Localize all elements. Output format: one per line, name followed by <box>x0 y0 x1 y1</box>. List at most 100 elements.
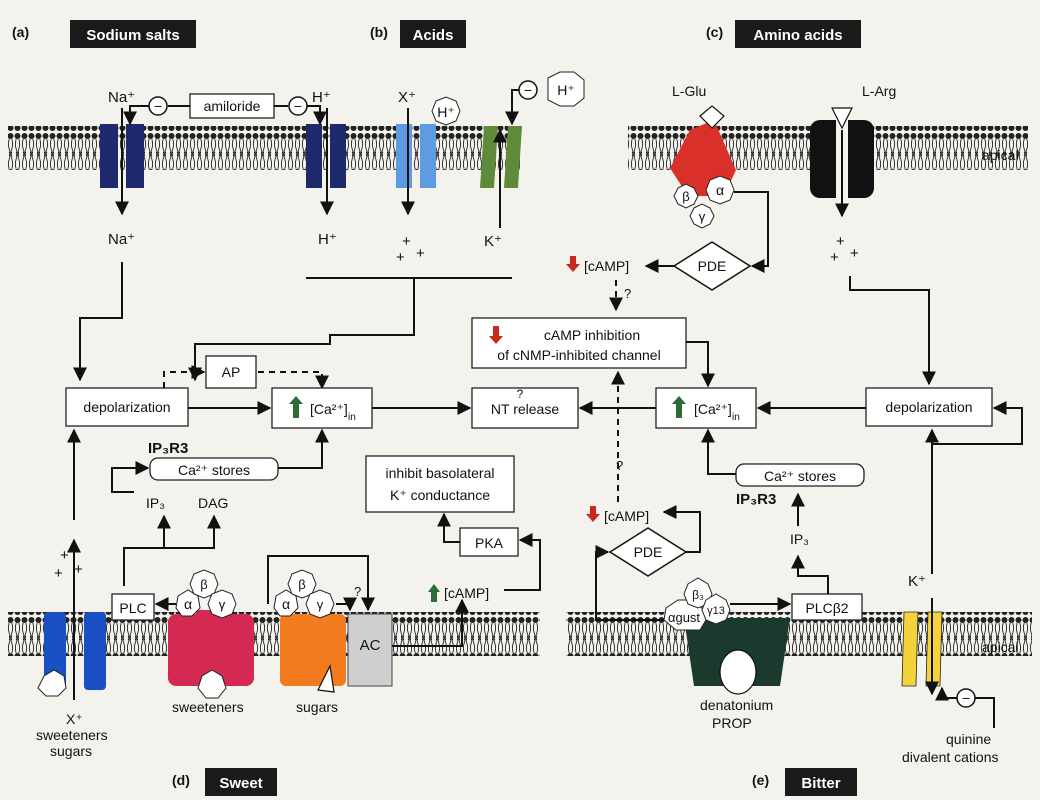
svg-text:αgust: αgust <box>668 610 700 625</box>
prop-label: PROP <box>712 715 752 731</box>
na-to-depolarization-arrow <box>73 262 123 382</box>
alpha-to-pde-arrow <box>734 191 769 273</box>
svg-text:AP: AP <box>222 364 241 380</box>
sweet-cation-channel <box>37 612 106 697</box>
umami-g-protein: α β γ <box>673 175 735 229</box>
sugar-receptor <box>280 614 346 693</box>
panel-d-title: (d) Sweet <box>172 768 277 796</box>
h-top-label: H⁺ <box>312 89 331 106</box>
k-to-depol-arrow <box>931 401 1023 574</box>
depolarization-right-box: depolarization <box>865 387 993 427</box>
svg-text:Ca²⁺ stores: Ca²⁺ stores <box>764 468 836 484</box>
gustducin-g-protein: αgust β₃ γ13 <box>663 577 731 631</box>
divalent-label: divalent cations <box>902 749 999 765</box>
camp-to-pka-arrow <box>504 533 541 591</box>
svg-text:−: − <box>962 690 970 706</box>
plus-7: + <box>60 547 69 564</box>
sweetener-g-protein: α β γ <box>175 569 237 619</box>
depolarization-left-box: depolarization <box>65 387 189 427</box>
nt-release-box: NT release ? <box>471 387 579 429</box>
plus-9: + <box>74 561 83 578</box>
sweetener-receptor <box>168 610 254 699</box>
ap-to-ca-arrow <box>258 371 329 390</box>
plus-1: + <box>402 233 411 250</box>
svg-text:γ13: γ13 <box>707 605 725 617</box>
svg-text:[cAMP]: [cAMP] <box>444 585 489 601</box>
svg-text:(e): (e) <box>752 772 769 788</box>
x-top-label: X⁺ <box>398 89 416 106</box>
svg-text:γ: γ <box>219 597 226 612</box>
svg-text:PLC: PLC <box>119 600 146 616</box>
alpha-to-ac-arrow <box>336 597 357 612</box>
proton-channel <box>306 124 346 188</box>
svg-text:[cAMP]: [cAMP] <box>584 258 629 274</box>
plcb2-box: PLCβ2 <box>791 593 863 621</box>
amiloride-box: amiloride <box>189 93 275 119</box>
svg-text:IP₃R3: IP₃R3 <box>148 440 188 457</box>
svg-text:γ: γ <box>317 597 324 612</box>
na-top-label: Na⁺ <box>108 89 135 106</box>
k-bitter-label: K⁺ <box>908 573 926 590</box>
camp-sweet: [cAMP] <box>428 584 489 602</box>
plus-8: + <box>54 565 63 582</box>
svg-text:Sweet: Sweet <box>219 775 262 792</box>
svg-text:α: α <box>184 596 192 612</box>
panel-b-title: (b) Acids <box>370 20 466 48</box>
sugar-g-protein: α β γ <box>273 569 335 619</box>
amiloride-inhibit-left: − <box>123 96 190 126</box>
pde-bottom-to-camp-arrow <box>662 505 701 553</box>
plus-5: + <box>830 249 839 266</box>
bitter-receptor <box>684 618 790 695</box>
svg-text:[Ca²⁺]: [Ca²⁺] <box>310 401 348 417</box>
sugar-to-ac-arrow <box>267 555 375 612</box>
pde-bottom-diamond: PDE <box>608 527 688 577</box>
lglu-label: L-Glu <box>672 83 706 99</box>
svg-text:β: β <box>200 577 207 592</box>
ip3r3-top-label: IP₃R3 <box>148 440 188 457</box>
camp-inhibition-box: cAMP inhibition of cNMP-inhibited channe… <box>471 317 687 369</box>
svg-text:Ca²⁺ stores: Ca²⁺ stores <box>178 462 250 478</box>
svg-text:[Ca²⁺]: [Ca²⁺] <box>694 401 732 417</box>
na-bottom-label: Na⁺ <box>108 231 135 248</box>
svg-text:of cNMP-inhibited channel: of cNMP-inhibited channel <box>497 347 660 363</box>
svg-text:−: − <box>524 82 532 98</box>
ca-stores-to-ca-left-arrow <box>278 428 329 469</box>
gust-to-pde-arrow <box>595 545 670 621</box>
ca-in-right-box: [Ca²⁺] in <box>655 387 757 429</box>
svg-text:depolarization: depolarization <box>885 399 972 415</box>
plus-4: + <box>836 233 845 250</box>
membrane-top-left <box>8 126 520 170</box>
svg-text:γ: γ <box>699 209 706 224</box>
svg-text:Bitter: Bitter <box>801 775 840 792</box>
ca-in-left-box: [Ca²⁺] in <box>271 387 373 429</box>
h-bottom-label: H⁺ <box>318 231 337 248</box>
svg-text:β: β <box>298 577 305 592</box>
ac-box: AC <box>347 613 393 687</box>
svg-text:(b): (b) <box>370 24 388 40</box>
question-bottom: ? <box>616 458 623 473</box>
arg-to-depol-arrow <box>849 276 936 386</box>
ip3-right-label: IP₃ <box>790 531 809 547</box>
svg-text:H⁺: H⁺ <box>557 82 575 98</box>
ap-box: AP <box>205 355 257 389</box>
svg-text:α: α <box>716 182 724 198</box>
question-top: ? <box>624 286 631 301</box>
panel-a-title: (a) Sodium salts <box>12 20 196 48</box>
bitter-k-channel <box>901 611 943 687</box>
sweeteners-sugars-1: sweeteners <box>36 727 108 743</box>
svg-text:Amino acids: Amino acids <box>753 27 842 44</box>
svg-text:?: ? <box>517 387 524 401</box>
ip3-left-label: IP₃ <box>146 495 165 511</box>
svg-text:in: in <box>732 412 740 423</box>
svg-text:in: in <box>348 412 356 423</box>
svg-text:cAMP inhibition: cAMP inhibition <box>544 327 640 343</box>
svg-text:(d): (d) <box>172 772 190 788</box>
svg-text:α: α <box>282 596 290 612</box>
apical-top-label: apical <box>982 147 1019 163</box>
camp-top: [cAMP] <box>566 256 629 274</box>
svg-text:(a): (a) <box>12 24 29 40</box>
svg-text:inhibit basolateral: inhibit basolateral <box>386 465 495 481</box>
proton-badge-blocking: H⁺ <box>431 96 461 126</box>
